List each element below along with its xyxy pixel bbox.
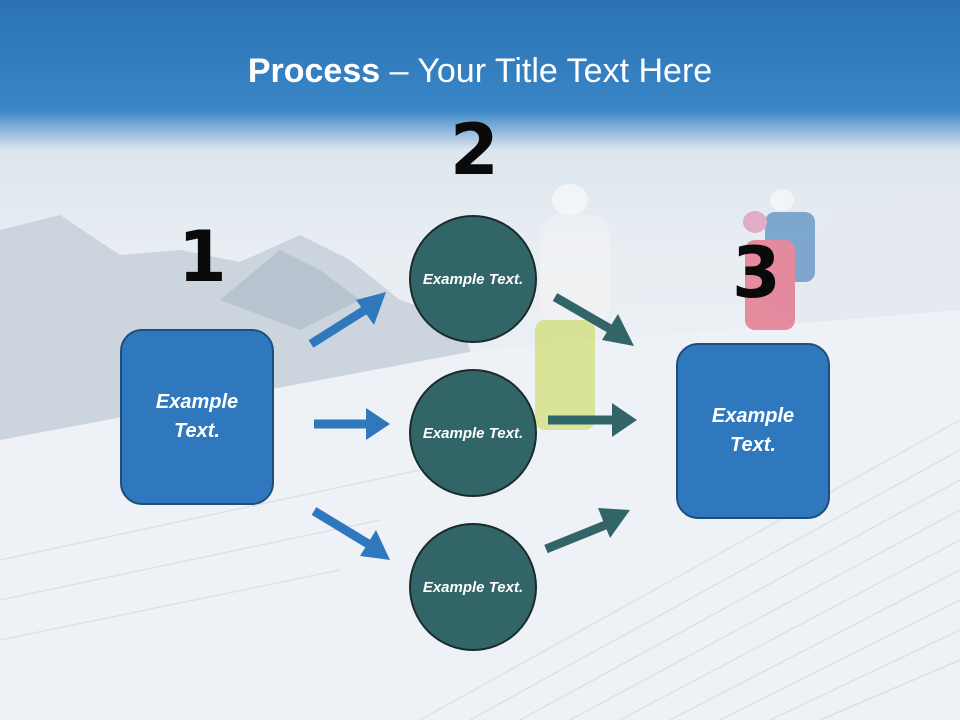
arrow-right-teal	[548, 403, 637, 437]
step-number-1: 1	[178, 216, 227, 298]
circle-top[interactable]: Example Text.	[409, 215, 537, 343]
left-box-label: Example Text.	[155, 391, 239, 442]
title-bold: Process	[247, 52, 381, 90]
right-box-label: Example Text.	[711, 405, 795, 456]
left-step-box[interactable]: Example Text.	[120, 329, 274, 505]
step-number-3: 3	[732, 232, 781, 314]
arrow-right-blue	[314, 408, 390, 440]
circle-bottom[interactable]: Example Text.	[409, 523, 537, 651]
step-number-2: 2	[450, 109, 499, 191]
circle-bottom-label: Example Text.	[422, 578, 524, 596]
right-step-box[interactable]: Example Text.	[676, 343, 830, 519]
circle-middle-label: Example Text.	[422, 424, 524, 442]
slide-title: Process – Your Title Text Here	[0, 52, 960, 91]
arrow-down-right-teal	[552, 293, 634, 346]
circle-middle[interactable]: Example Text.	[409, 369, 537, 497]
arrow-up-right-teal	[544, 508, 630, 554]
circle-top-label: Example Text.	[422, 270, 524, 288]
title-rest: – Your Title Text Here	[380, 52, 713, 90]
arrow-down-right-blue	[311, 507, 390, 560]
arrow-up-right-blue	[308, 292, 386, 348]
